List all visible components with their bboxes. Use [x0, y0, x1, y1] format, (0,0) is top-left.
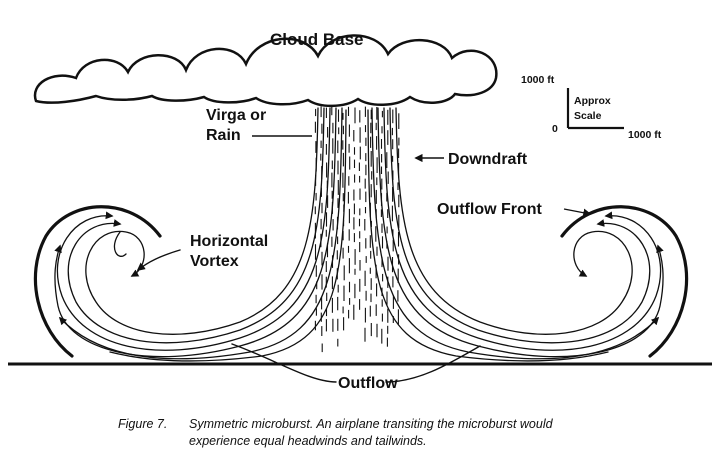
scale-vertical-label: 1000 ft: [521, 74, 555, 86]
rain-streaks: [314, 105, 400, 353]
horizontal-vortex-line1: Horizontal: [190, 233, 268, 250]
outflow-leader-right: [385, 345, 481, 383]
left-streamlines: [54, 107, 347, 362]
caption-line2: experience equal headwinds and tailwinds…: [189, 434, 427, 448]
caption-line1: Symmetric microburst. An airplane transi…: [189, 417, 554, 431]
right-outflow-front: [560, 205, 689, 358]
vortex-leader: [136, 249, 181, 272]
outflow-front-leader: [563, 208, 592, 217]
virga-label-line2: Rain: [206, 127, 241, 144]
horizontal-vortex-line2: Vortex: [190, 253, 239, 270]
scale-zero-label: 0: [552, 123, 558, 135]
outflow-front-label: Outflow Front: [437, 201, 543, 218]
caption-figure-label: Figure 7.: [118, 417, 167, 431]
outflow-leader-left: [231, 343, 337, 383]
left-outflow-front: [33, 205, 162, 358]
right-streamlines: [367, 107, 664, 362]
outflow-label: Outflow: [338, 375, 398, 392]
downdraft-label: Downdraft: [448, 151, 528, 168]
cloud-base-label: Cloud Base: [270, 30, 364, 49]
scale-horizontal-label: 1000 ft: [628, 129, 662, 141]
scale-approx-label: Approx: [574, 95, 611, 107]
approx-scale: 1000 ft 0 Approx Scale 1000 ft: [521, 74, 662, 141]
scale-scale-label: Scale: [574, 110, 602, 122]
virga-label-line1: Virga or: [206, 107, 266, 124]
cloud-outline: [33, 34, 498, 108]
